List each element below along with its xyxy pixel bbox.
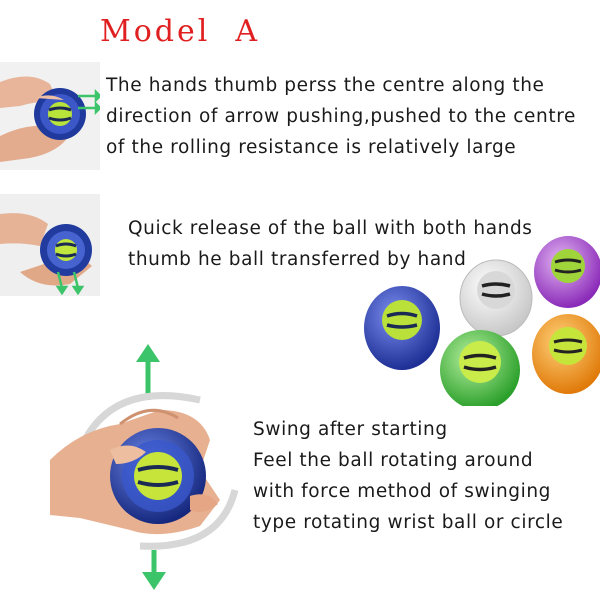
text-line: with force method of swinging <box>253 481 552 502</box>
text-line: Swing after starting <box>253 419 448 440</box>
text-line: direction of arrow pushing,pushed to the… <box>106 106 576 127</box>
text-line: type rotating wrist ball or circle <box>253 512 564 533</box>
hands-thumb-push-icon <box>0 62 100 170</box>
swing-ball-photo <box>50 340 260 595</box>
instruction-text-3: Swing after starting Feel the ball rotat… <box>253 414 563 538</box>
text-line: Quick release of the ball with both hand… <box>128 218 533 239</box>
hand-swing-ball-icon <box>50 344 239 590</box>
text-line: The hands thumb perss the centre along t… <box>106 75 545 96</box>
colored-wrist-balls-icon <box>364 236 600 406</box>
hands-release-ball-icon <box>0 194 100 296</box>
colored-balls-photo <box>362 228 600 406</box>
thumb-push-photo <box>0 62 100 170</box>
release-ball-photo <box>0 194 100 296</box>
instruction-text-2: Quick release of the ball with both hand… <box>128 213 533 275</box>
page-title: Model A <box>100 14 261 49</box>
text-line: Feel the ball rotating around <box>253 450 534 471</box>
text-line: of the rolling resistance is relatively … <box>106 137 517 158</box>
text-line: thumb he ball transferred by hand <box>128 249 467 270</box>
instruction-text-1: The hands thumb perss the centre along t… <box>106 70 576 163</box>
